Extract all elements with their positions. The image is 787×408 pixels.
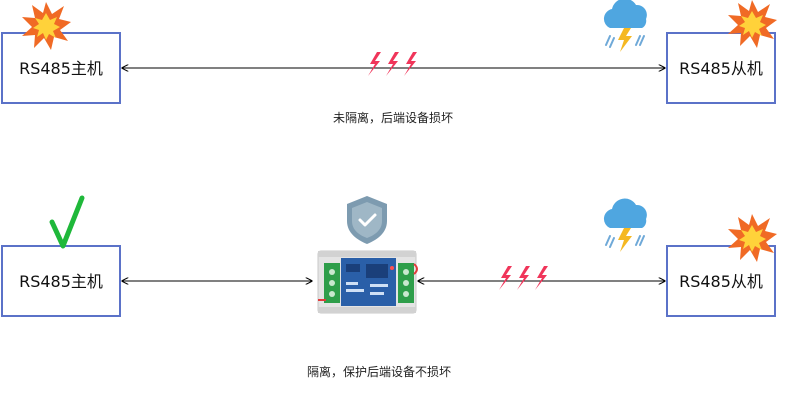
thunderstorm-icon (602, 197, 648, 253)
top-master-box (1, 32, 121, 104)
bottom-row: RS485主机 (1, 195, 777, 379)
top-row: RS485主机 未隔离，后端设备损坏 RS485从机 (1, 0, 777, 125)
bottom-slave-label: RS485从机 (679, 272, 763, 291)
top-slave-label: RS485从机 (679, 59, 763, 78)
shield-check-icon (347, 196, 387, 244)
rs485-isolator-module (317, 250, 418, 314)
green-checkmark-icon (49, 195, 85, 249)
thunderstorm-icon (602, 0, 648, 53)
top-master-label: RS485主机 (19, 59, 103, 78)
surge-bolts-icon (368, 52, 417, 76)
surge-bolts-icon (499, 266, 548, 290)
bottom-caption: 隔离，保护后端设备不损坏 (307, 364, 451, 379)
bottom-master-label: RS485主机 (19, 272, 103, 291)
top-caption: 未隔离，后端设备损坏 (333, 110, 453, 125)
